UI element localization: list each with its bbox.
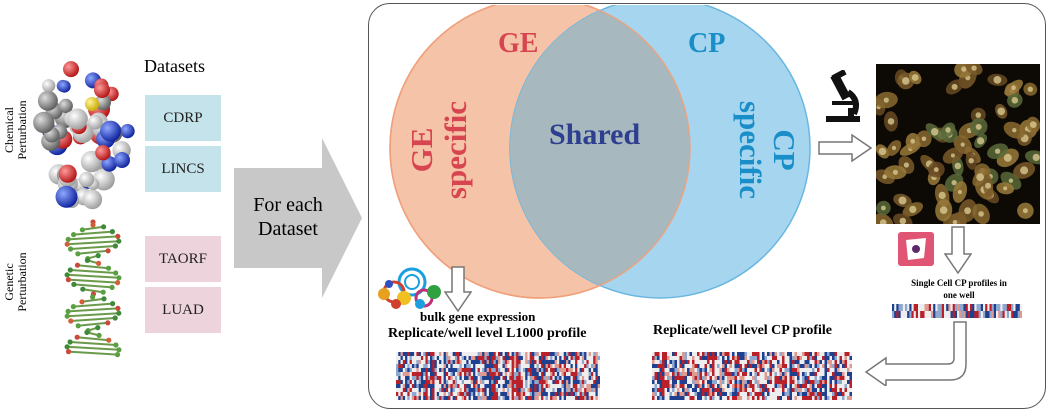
cp-specific-label: CP specific — [733, 100, 802, 200]
cp-profile-label: Replicate/well level CP profile — [653, 323, 832, 338]
venn-overlap — [510, 5, 690, 298]
venn-diagram — [389, 5, 811, 299]
l1000-down-arrow — [444, 266, 472, 312]
cell-painting-image — [876, 64, 1040, 224]
dataset-cdrp: CDRP — [145, 95, 221, 141]
cellprofiler-icon — [898, 232, 934, 266]
dataset-luad: LUAD — [145, 287, 221, 333]
dna-image — [64, 219, 122, 358]
single-cell-heatmap — [892, 304, 1022, 318]
bulk-gene-expression-label: bulk gene expression — [420, 309, 536, 324]
cp-aggregation-arrow — [864, 321, 967, 386]
shared-label: Shared — [549, 118, 641, 151]
chemical-perturbation-label: Chemical Perturbation — [2, 100, 29, 160]
single-cell-profiles-label: Single Cell CP profiles in one well — [911, 278, 1007, 300]
venn-ge-title: GE — [498, 28, 539, 59]
molecule-image — [33, 61, 135, 210]
l1000-profile-label: Replicate/well level L1000 profile — [388, 326, 587, 341]
dataset-lincs: LINCS — [145, 146, 221, 192]
image-to-single-cell-arrow — [944, 226, 972, 274]
genetic-perturbation-label: Genetic Perturbation — [2, 252, 29, 312]
venn-cp-title: CP — [688, 28, 726, 59]
for-each-dataset-arrow — [234, 138, 362, 298]
cp-profile-heatmap — [652, 352, 852, 400]
dataset-taorf: TAORF — [145, 236, 221, 282]
ge-specific-label: GE specific — [404, 100, 473, 200]
l1000-bubbles-icon — [378, 267, 441, 309]
datasets-title: Datasets — [144, 56, 205, 76]
microscope-icon — [818, 70, 868, 125]
microscope-to-image-arrow — [818, 134, 872, 162]
l1000-profile-heatmap — [396, 352, 600, 400]
for-each-dataset-label: For each Dataset — [253, 194, 323, 240]
